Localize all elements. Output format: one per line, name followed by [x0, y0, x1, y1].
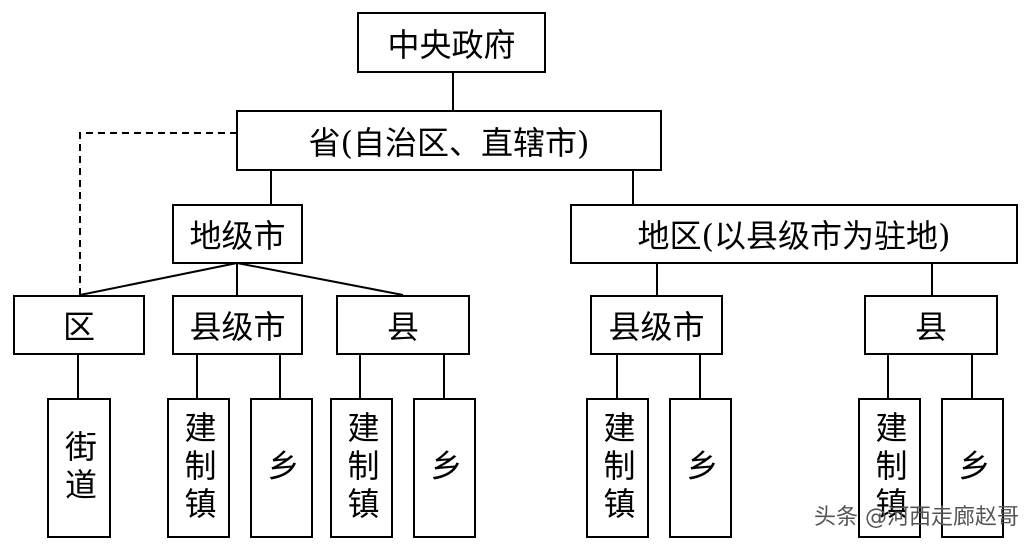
leaf-township-4: 乡: [941, 398, 1004, 538]
leaf-township-1: 乡: [250, 398, 313, 538]
leaf-township-3: 乡: [669, 398, 732, 538]
leaf-street: 街道: [47, 398, 111, 538]
node-central-government: 中央政府: [357, 12, 546, 73]
node-district: 区: [13, 295, 145, 355]
node-prefecture-city: 地级市: [172, 204, 303, 264]
leaf-township-2: 乡: [413, 398, 476, 538]
node-prefecture-region: 地区(以县级市为驻地): [570, 204, 1018, 264]
leaf-town-3: 建制镇: [586, 398, 649, 538]
node-county-left: 县: [336, 295, 470, 355]
node-county-right: 县: [864, 295, 998, 355]
dashed-connector: [79, 132, 237, 295]
watermark: 头条 @河西走廊赵哥: [814, 505, 1019, 530]
node-county-city-left: 县级市: [172, 295, 303, 355]
node-county-city-right: 县级市: [590, 295, 723, 355]
leaf-town-2: 建制镇: [330, 398, 393, 538]
leaf-town-1: 建制镇: [167, 398, 230, 538]
node-province: 省(自治区、直辖市): [236, 110, 662, 171]
leaf-town-4: 建制镇: [858, 398, 921, 538]
